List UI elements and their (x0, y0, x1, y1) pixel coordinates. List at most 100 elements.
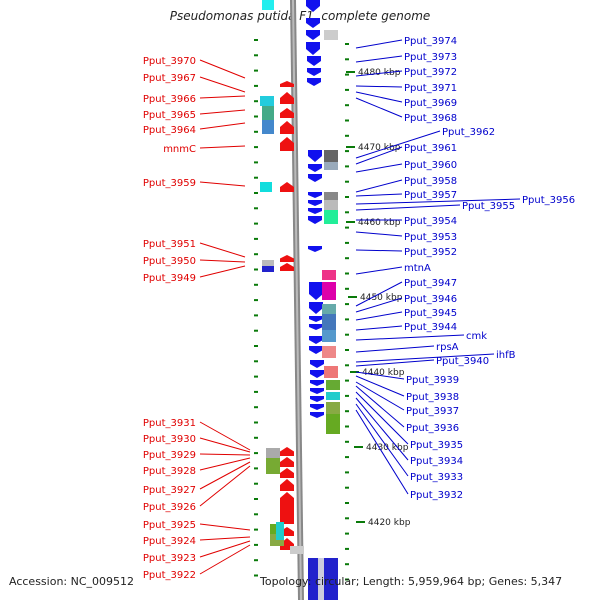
forward-gene-arrow (280, 255, 294, 262)
reverse-gene-arrow (308, 216, 322, 224)
feature-block (322, 346, 336, 358)
reverse-gene-arrow (309, 282, 323, 300)
feature-block (262, 266, 274, 272)
left-gene-label: Pput_3964 (143, 125, 196, 136)
topology-text: Topology: circular; Length: 5,959,964 bp… (260, 575, 563, 588)
feature-block (260, 182, 272, 192)
left-gene-label: Pput_3924 (143, 536, 196, 547)
right-gene-label: rpsA (436, 342, 459, 353)
feature-block (276, 522, 284, 540)
right-leader-line (355, 297, 403, 313)
feature-block (324, 150, 338, 162)
forward-gene-arrow (280, 182, 294, 192)
right-gene-label: Pput_3939 (406, 375, 459, 386)
right-leader-line (355, 70, 403, 77)
reverse-gene-arrow (307, 56, 321, 66)
right-leader-line (355, 325, 403, 331)
right-gene-label: Pput_3934 (410, 456, 463, 467)
left-gene-label: Pput_3931 (143, 418, 196, 429)
kbp-label: 4440 kbp (362, 368, 405, 378)
right-gene-label: ihfB (496, 350, 516, 361)
feature-block (326, 402, 340, 414)
right-leader-line (355, 397, 409, 461)
feature-block (260, 96, 274, 106)
left-gene-label: Pput_3970 (143, 56, 196, 67)
feature-block (262, 106, 274, 120)
reverse-gene-arrow (309, 346, 323, 354)
right-leader-line (355, 266, 403, 275)
reverse-gene-arrow (308, 246, 322, 252)
feature-block (322, 330, 336, 342)
right-leader-line (355, 345, 435, 353)
reverse-gene-arrow (310, 412, 324, 418)
feature-block (262, 260, 274, 266)
right-gene-label: Pput_3940 (436, 356, 489, 367)
right-gene-label: Pput_3958 (404, 176, 457, 187)
reverse-gene-arrow (308, 164, 322, 172)
reverse-gene-arrow (310, 370, 324, 378)
right-gene-label: Pput_3953 (404, 232, 457, 243)
right-leader-line (355, 311, 403, 321)
left-leader-line (199, 540, 251, 558)
right-leader-line (355, 39, 403, 49)
right-gene-label: Pput_3932 (410, 490, 463, 501)
left-leader-line (199, 95, 246, 99)
map-title: Pseudomonas putida F1, complete genome (169, 9, 431, 23)
right-gene-label: Pput_3955 (462, 201, 515, 212)
left-leader-line (199, 145, 246, 149)
reverse-gene-arrow (306, 30, 320, 40)
right-leader-line (355, 163, 403, 173)
right-leader-line (355, 249, 403, 252)
forward-gene-arrow (280, 468, 294, 478)
feature-block (262, 0, 274, 10)
feature-block (324, 30, 338, 40)
left-gene-label: Pput_3965 (143, 110, 196, 121)
reverse-gene-arrow (308, 208, 322, 214)
left-leader-line (199, 59, 246, 79)
right-leader-line (355, 385, 405, 428)
reverse-gene-arrow (308, 200, 322, 206)
left-leader-line (199, 453, 251, 456)
feature-block (324, 200, 338, 210)
right-leader-line (355, 91, 403, 103)
feature-block (266, 458, 280, 474)
left-leader-line (199, 122, 246, 130)
left-leader-line (199, 461, 251, 490)
right-leader-line (355, 391, 409, 445)
reverse-gene-arrow (308, 174, 322, 182)
right-gene-label: Pput_3946 (404, 294, 457, 305)
right-leader-line (355, 97, 403, 118)
left-gene-label: Pput_3966 (143, 94, 196, 105)
right-gene-label: Pput_3945 (404, 308, 457, 319)
feature-block (326, 380, 340, 390)
feature-block (262, 120, 274, 134)
right-gene-label: Pput_3974 (404, 36, 457, 47)
reverse-gene-arrow (306, 0, 320, 12)
right-leader-line (355, 179, 403, 193)
right-gene-label: Pput_3969 (404, 98, 457, 109)
left-gene-label: Pput_3930 (143, 434, 196, 445)
left-gene-label: Pput_3929 (143, 450, 196, 461)
left-gene-label: mnmC (163, 144, 196, 155)
left-leader-line (199, 242, 246, 258)
right-gene-label: Pput_3933 (410, 472, 463, 483)
reverse-gene-arrow (310, 380, 324, 386)
kbp-label: 4420 kbp (368, 518, 411, 528)
reverse-gene-arrow (310, 404, 324, 410)
left-gene-label: Pput_3925 (143, 520, 196, 531)
reverse-gene-arrow (310, 360, 324, 368)
forward-gene-arrow (280, 479, 294, 491)
left-gene-label: Pput_3926 (143, 502, 196, 513)
left-leader-line (199, 421, 251, 451)
right-gene-label: Pput_3956 (522, 195, 575, 206)
right-leader-line (355, 281, 403, 307)
feature-block (322, 304, 336, 314)
forward-gene-arrow (280, 81, 294, 87)
right-leader-line (355, 146, 403, 165)
reverse-gene-arrow (309, 316, 323, 322)
right-gene-label: Pput_3972 (404, 67, 457, 78)
feature-block (324, 210, 338, 224)
left-gene-label: Pput_3959 (143, 178, 196, 189)
left-gene-label: Pput_3922 (143, 570, 196, 581)
